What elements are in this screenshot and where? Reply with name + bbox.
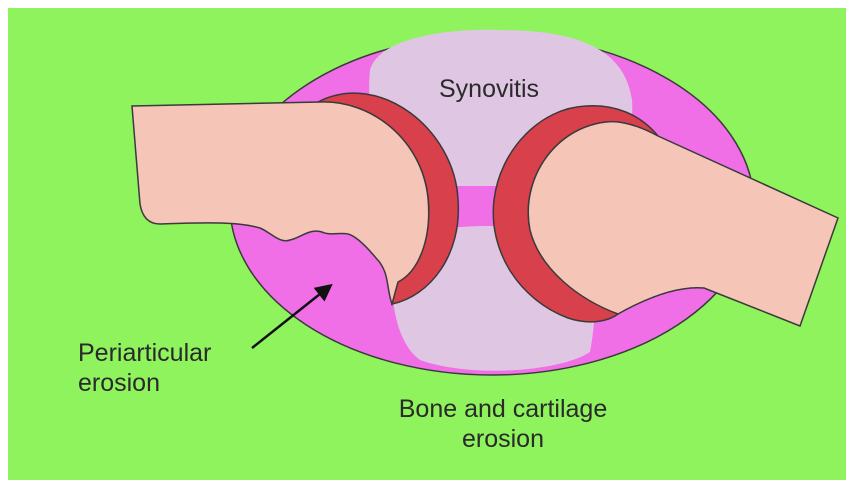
bone-cartilage-erosion-label: Bone and cartilage erosion xyxy=(378,394,628,454)
bone-cartilage-label-line2: erosion xyxy=(378,424,628,454)
synovitis-label-text: Synovitis xyxy=(439,75,539,103)
synovitis-label: Synovitis xyxy=(439,74,539,104)
periarticular-label-line1: Periarticular xyxy=(78,338,211,368)
bone-cartilage-label-line1: Bone and cartilage xyxy=(378,394,628,424)
periarticular-erosion-label: Periarticular erosion xyxy=(78,338,211,398)
periarticular-label-line2: erosion xyxy=(78,368,211,398)
